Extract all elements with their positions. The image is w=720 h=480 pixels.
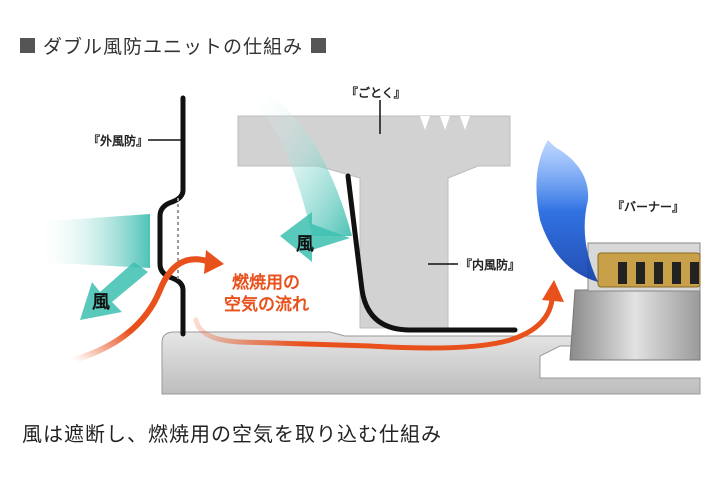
square-bullet-icon [311, 38, 327, 53]
airflow-arrow-upper [71, 256, 213, 363]
heading-text: ダブル風防ユニットの仕組み [43, 36, 304, 58]
wind-arrow-deflect [280, 212, 350, 262]
label-outer-windshield: 『外風防』 [88, 134, 149, 148]
base-tray [161, 331, 701, 395]
wind-arrow-left [36, 214, 150, 268]
label-trivet: 『ごとく』 [346, 86, 406, 100]
outer-windshield [157, 95, 186, 337]
airflow-arrow-lower [193, 297, 555, 351]
label-burner: 『バーナー』 [612, 200, 685, 214]
airflow-label-line1: 燃焼用の [232, 273, 300, 293]
wind-label: 風 [92, 292, 110, 313]
burner [569, 242, 701, 361]
wind-arrow-down-left [80, 262, 148, 320]
inner-windshield [345, 173, 518, 333]
flame [536, 140, 598, 282]
wind-label: 風 [296, 234, 314, 255]
wind-arrow-top [256, 86, 352, 236]
label-inner-windshield: 『内風防』 [460, 258, 521, 272]
airflow-label-line2: 空気の流れ [224, 295, 309, 315]
diagram-heading: ダブル風防ユニットの仕組み [20, 32, 327, 59]
diagram-caption: 風は遮断し、燃焼用の空気を取り込む仕組み [22, 422, 442, 446]
square-bullet-icon [20, 38, 35, 53]
